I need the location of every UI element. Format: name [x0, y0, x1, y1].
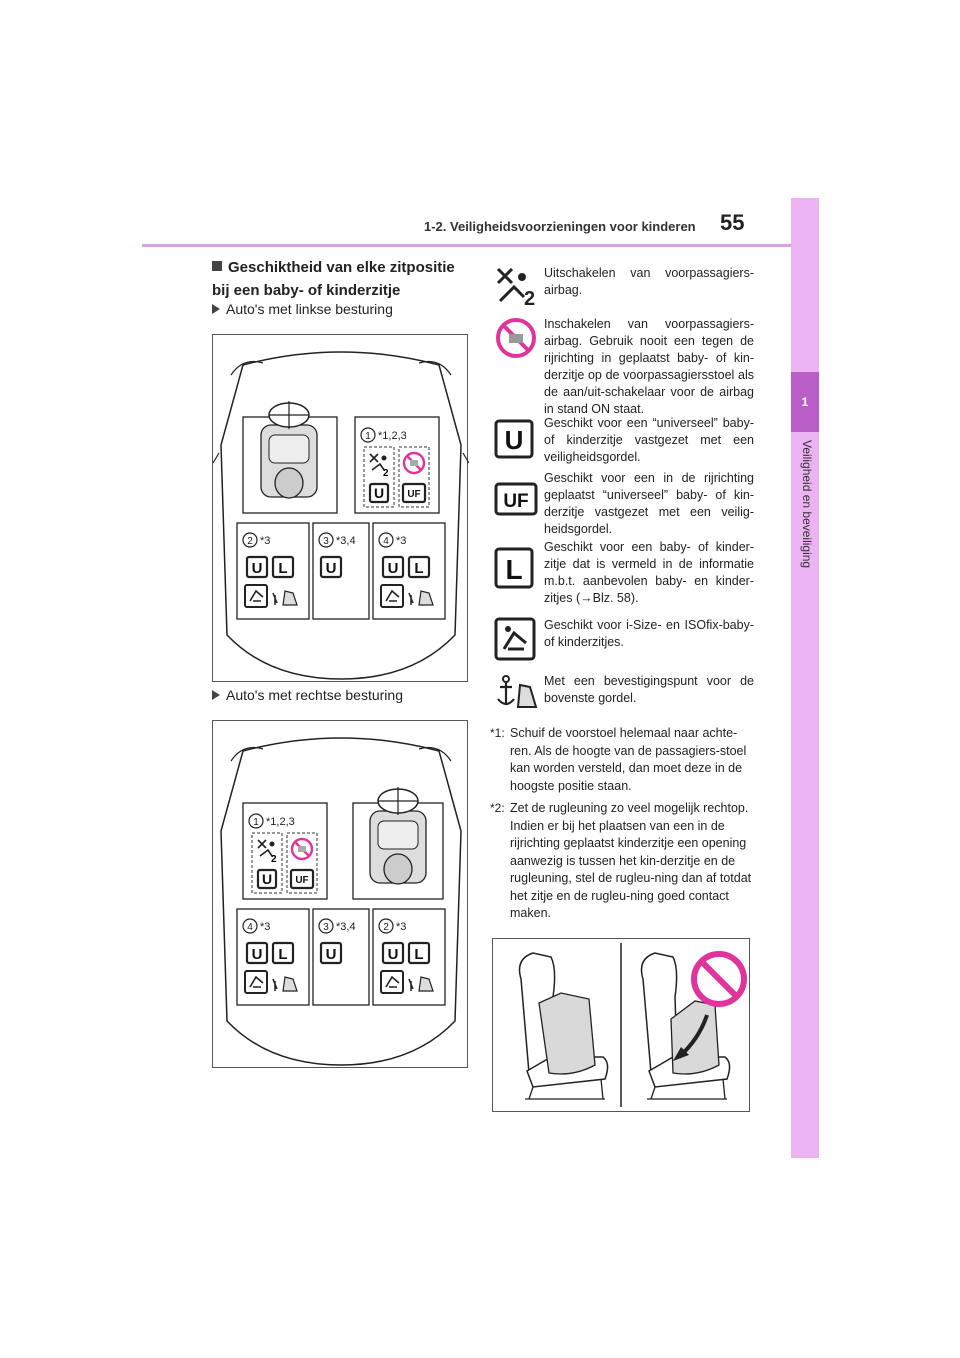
airbag-on-prohibited-icon	[496, 318, 536, 358]
prohibited-icon	[691, 951, 747, 1007]
uf-badge-icon: UF	[494, 482, 538, 516]
subheading-rhd: Auto's met rechtse besturing	[212, 687, 403, 703]
badge-uf: UF	[407, 489, 420, 500]
chapter-number: 1	[791, 372, 819, 432]
svg-text:U: U	[326, 946, 337, 963]
svg-text:U: U	[326, 560, 337, 577]
rear-right-note: *3	[396, 535, 406, 547]
svg-text:L: L	[505, 554, 522, 585]
svg-text:U: U	[388, 946, 399, 963]
svg-text:U: U	[252, 946, 263, 963]
airbag-off-icon: 2	[257, 839, 277, 865]
svg-text:U: U	[252, 560, 263, 577]
driver-figure	[369, 787, 427, 885]
svg-text:L: L	[278, 946, 287, 963]
airbag-off-icon: 2	[496, 267, 535, 307]
incorrect-seat-figure	[640, 952, 731, 1100]
seat-number-1: 1	[253, 817, 259, 828]
rear-right-note: *3	[396, 921, 406, 933]
svg-text:UF: UF	[503, 491, 528, 512]
square-bullet-icon	[212, 261, 222, 271]
driver-figure	[260, 401, 318, 499]
main-heading: Geschiktheid van elke zitpositie bij een…	[212, 259, 455, 299]
l-badge-icon: L	[494, 547, 534, 589]
rear-center-note: *3,4	[336, 535, 356, 547]
seat-diagram-lhd: 1 *1,2,3 2 U UF 2 *3 U L	[212, 334, 470, 682]
svg-text:L: L	[414, 560, 423, 577]
rear-left-note: *3	[260, 921, 270, 933]
badge-u: U	[374, 485, 384, 501]
seat-illustration	[492, 938, 750, 1112]
badge-l: L	[278, 560, 287, 577]
seat-diagram-rhd: 1 *1,2,3 2 U UF 4 *3	[212, 720, 468, 1068]
airbag-on-prohibited-icon	[290, 837, 314, 861]
seat-number-4: 4	[247, 922, 253, 933]
seat-number-2: 2	[247, 536, 253, 547]
rear-left-note: *3	[260, 535, 270, 547]
triangle-bullet-icon	[212, 304, 220, 314]
section-title: 1-2. Veiligheidsvoorzieningen voor kinde…	[424, 219, 696, 234]
correct-seat-figure	[518, 952, 609, 1100]
rear-center-note: *3,4	[336, 921, 356, 933]
svg-text:2: 2	[524, 288, 535, 307]
svg-text:UF: UF	[295, 875, 308, 886]
seat-number-3: 3	[323, 922, 329, 933]
chapter-title: Veiligheid en beveiliging	[800, 440, 814, 569]
footnote-1: *1: Schuif de voorstoel helemaal naar ac…	[490, 726, 747, 793]
footnote-2: *2: Zet de rugleuning zo veel mogelijk r…	[490, 801, 752, 920]
seat-number-2: 2	[383, 922, 389, 933]
airbag-on-prohibited-icon	[402, 451, 426, 475]
front-passenger-note: *1,2,3	[266, 816, 295, 828]
svg-text:U: U	[505, 425, 524, 455]
seat-number-4: 4	[383, 536, 389, 547]
svg-text:2: 2	[383, 468, 389, 479]
svg-text:L: L	[414, 946, 423, 963]
seat-number-1: 1	[365, 431, 371, 442]
page-number: 55	[720, 210, 745, 235]
header-divider	[142, 244, 792, 247]
svg-text:U: U	[388, 560, 399, 577]
subheading-lhd: Auto's met linkse besturing	[212, 301, 393, 317]
airbag-off-icon: 2	[369, 453, 389, 479]
svg-text:U: U	[262, 871, 272, 887]
chapter-side-tab	[791, 198, 819, 1158]
triangle-bullet-icon	[212, 690, 220, 700]
isofix-icon	[494, 617, 536, 661]
u-badge-icon: U	[494, 419, 534, 459]
svg-text:2: 2	[271, 854, 277, 865]
seat-number-3: 3	[323, 536, 329, 547]
anchor-icon	[497, 675, 538, 708]
front-passenger-note: *1,2,3	[378, 430, 407, 442]
